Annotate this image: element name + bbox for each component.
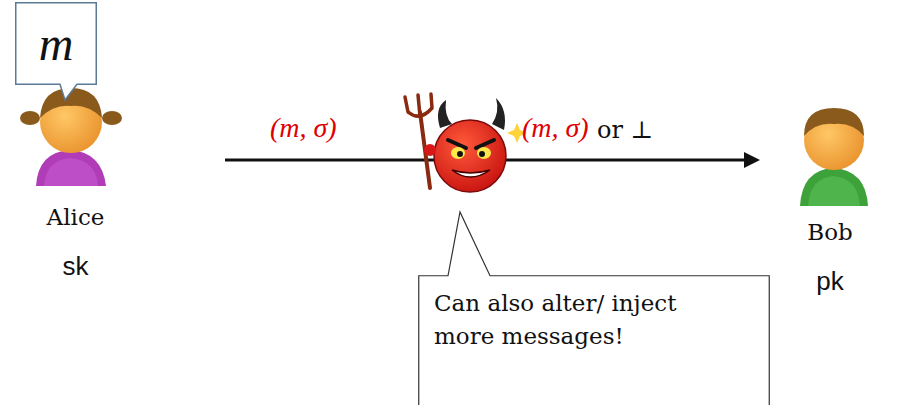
label-column: Bob pk bbox=[760, 216, 900, 301]
key-label: sk bbox=[18, 248, 133, 286]
bubble-shape bbox=[16, 3, 97, 100]
message-symbol: m bbox=[39, 9, 74, 79]
alternative-label: or ⊥ bbox=[597, 116, 653, 144]
callout-text: Can also alter/ inject more messages! bbox=[434, 287, 686, 354]
message-label: (m, σ) bbox=[522, 112, 589, 144]
person-bob: Bobpk bbox=[760, 100, 895, 312]
alice-figure bbox=[20, 88, 122, 186]
callout-shape bbox=[419, 212, 770, 405]
speech-bubble: m bbox=[15, 2, 97, 85]
label-column: Alice sk bbox=[18, 201, 133, 286]
message-label: (m, σ) bbox=[270, 112, 337, 144]
bob-figure bbox=[800, 108, 868, 206]
person-name: Bob bbox=[760, 216, 900, 249]
key-label: pk bbox=[760, 263, 900, 301]
arrow-head bbox=[744, 152, 760, 168]
callout-box: Can also alter/ inject more messages! bbox=[418, 275, 770, 405]
person-name: Alice bbox=[18, 201, 133, 234]
person-alice: Alice sk bbox=[18, 86, 225, 297]
